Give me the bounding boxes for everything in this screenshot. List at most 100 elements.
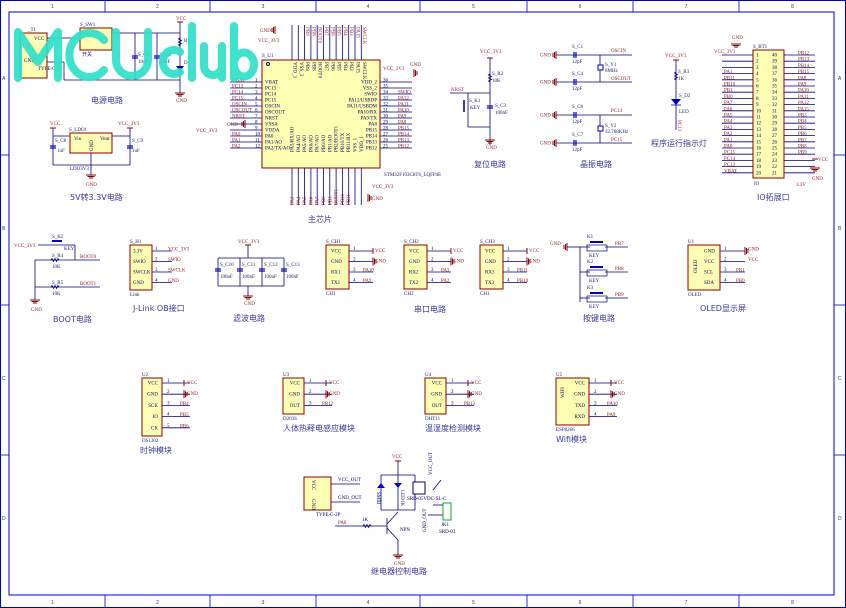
pin-number: 21: [772, 171, 778, 176]
ground-icon: [744, 247, 749, 255]
jlink-nets-2: SWCLK: [168, 269, 186, 274]
filter-value: 100nF: [286, 275, 299, 280]
boot-r4v: 10K: [52, 265, 61, 270]
ground-icon: [367, 194, 372, 202]
ldo-vcc: VCC: [50, 122, 61, 127]
pin-number: 1: [507, 247, 510, 252]
mcu-right_nets-6: PA9: [398, 115, 407, 120]
frame-columns-2: 3: [262, 600, 265, 606]
mcu-left_pins-1: PC13: [265, 87, 277, 92]
boot-title: BOOT电路: [53, 314, 92, 324]
pin-number: 29: [383, 121, 389, 126]
mcu-bottom_pins-7: PB2/BOOT1: [335, 125, 340, 152]
pin-number: 1: [309, 379, 312, 384]
mcu-left_pins-5: OSCOUT: [265, 111, 285, 116]
pin-number: 40: [772, 54, 778, 59]
pin-number: 39: [772, 60, 778, 65]
led-net: PC13: [676, 120, 681, 132]
clock-nets-4: PB6: [180, 424, 189, 429]
oled-nets-2: PB1: [736, 269, 745, 274]
io-right_nets-11: PB4: [798, 120, 807, 125]
watermark-logo: [14, 22, 258, 82]
uart-module-2: [403, 244, 428, 290]
reset-vcc33: VCC_3V3: [480, 50, 502, 55]
crystal-cap: 12pF: [572, 60, 583, 65]
pin-number: 16: [756, 147, 762, 152]
capacitor-icon: [573, 112, 577, 118]
wire: [386, 511, 399, 525]
crystal-gnd: GND: [540, 114, 551, 119]
io-right_nets-4: PA8: [798, 76, 807, 81]
mcu-gnd: GND: [260, 29, 271, 34]
dht-nets-2: PB13: [464, 402, 476, 407]
mcu-bottom_nets-3: PA6: [309, 196, 314, 205]
dht-nets-1: GND: [471, 392, 482, 397]
io-right_nets-6: PA10: [798, 89, 809, 94]
oled-title: OLED显示屏: [700, 304, 746, 313]
io-left_nets-8: PA7: [724, 101, 733, 106]
pin-number: 5: [255, 103, 258, 108]
pir-title: 人体热释电感应模块: [283, 423, 355, 433]
relay-r: 1K: [399, 500, 404, 507]
mcu-gnd: GND: [227, 123, 238, 128]
mcu-bottom_nets-1: PA4: [297, 196, 302, 205]
pin-number: 3: [309, 401, 312, 406]
crystal-cap: 12pF: [572, 120, 583, 125]
oled-label: OLED: [694, 259, 699, 273]
mcu-gnd: GND: [410, 63, 421, 68]
io-left_nets-16: PC15: [724, 151, 736, 156]
crystal-oscin: OSCIN: [611, 49, 626, 54]
power-r1: R1: [184, 39, 190, 44]
relay-title: 继电器控制电路: [371, 566, 427, 576]
wifi-title: Wifi模块: [556, 434, 587, 444]
filter-value: 100nF: [220, 275, 233, 280]
mcu-right_pins-6: PA9/TX: [361, 117, 378, 122]
relay-vcc_out: VCC_OUT: [429, 452, 434, 475]
pin-number: 23: [772, 159, 778, 164]
crystal-title: 晶振电路: [580, 159, 612, 169]
mcu-bottom_nets-4: PA7: [316, 196, 321, 205]
ground-icon: [241, 120, 246, 128]
crystal-pc15: PC15: [611, 138, 623, 143]
power-d1: D1: [184, 61, 191, 66]
mcu-vcc33: VCC_3V3: [196, 129, 218, 134]
watermark-stroke: [112, 28, 152, 80]
io-right_nets-7: PA11: [798, 95, 809, 100]
pir-nets-2: PB12: [322, 402, 334, 407]
uart-modules-0-nets-2: PA10: [363, 269, 374, 274]
oled-pins-3: SDA: [704, 281, 714, 286]
boot-r5: S_R5: [52, 281, 64, 286]
crystal-c4: S_C4: [572, 72, 584, 77]
crystal-c6: S_C6: [572, 105, 584, 110]
io-gnd: GND: [812, 177, 823, 182]
mcu-bottom_nets-2: PA5: [303, 196, 308, 205]
uart-modules-1-pins-3: TX2: [409, 281, 419, 286]
clock-ref: U2: [142, 373, 149, 378]
mcu-gnd: GND: [372, 197, 383, 202]
capacitor-icon: [154, 55, 160, 59]
relay-npn: NPN: [400, 528, 410, 533]
pin-number: 27: [383, 133, 389, 138]
pin-number: 15: [756, 140, 762, 145]
dht-pins-2: OUT: [432, 404, 442, 409]
filter-gnd: GND: [244, 302, 255, 307]
capacitor-icon: [215, 268, 221, 272]
mcu-right_pins-5: PA10/RX: [358, 111, 378, 116]
reset-k1v: KEY: [470, 106, 481, 111]
pin-number: 1: [594, 379, 597, 384]
power-t1: _T1: [27, 28, 37, 33]
oled-nets-0: GND: [748, 248, 759, 253]
led-icon: [394, 483, 402, 488]
frame-columns-6: 7: [685, 600, 688, 606]
uart-modules-1-nets-0: VCC: [453, 249, 464, 254]
mcu-right_pins-9: PB14: [366, 135, 378, 140]
ground-icon: [810, 167, 820, 172]
capacitor-icon: [127, 145, 133, 149]
mcu-right_nets-11: PB12: [398, 145, 410, 150]
pin-number: 32: [383, 103, 389, 108]
mcu-vcc33: VCC_3V3: [383, 67, 405, 72]
mcu-top_pins-0: VDD_3: [292, 62, 297, 78]
pir-ref: U3: [283, 373, 290, 378]
mcu-right_nets-10: PB13: [398, 139, 410, 144]
